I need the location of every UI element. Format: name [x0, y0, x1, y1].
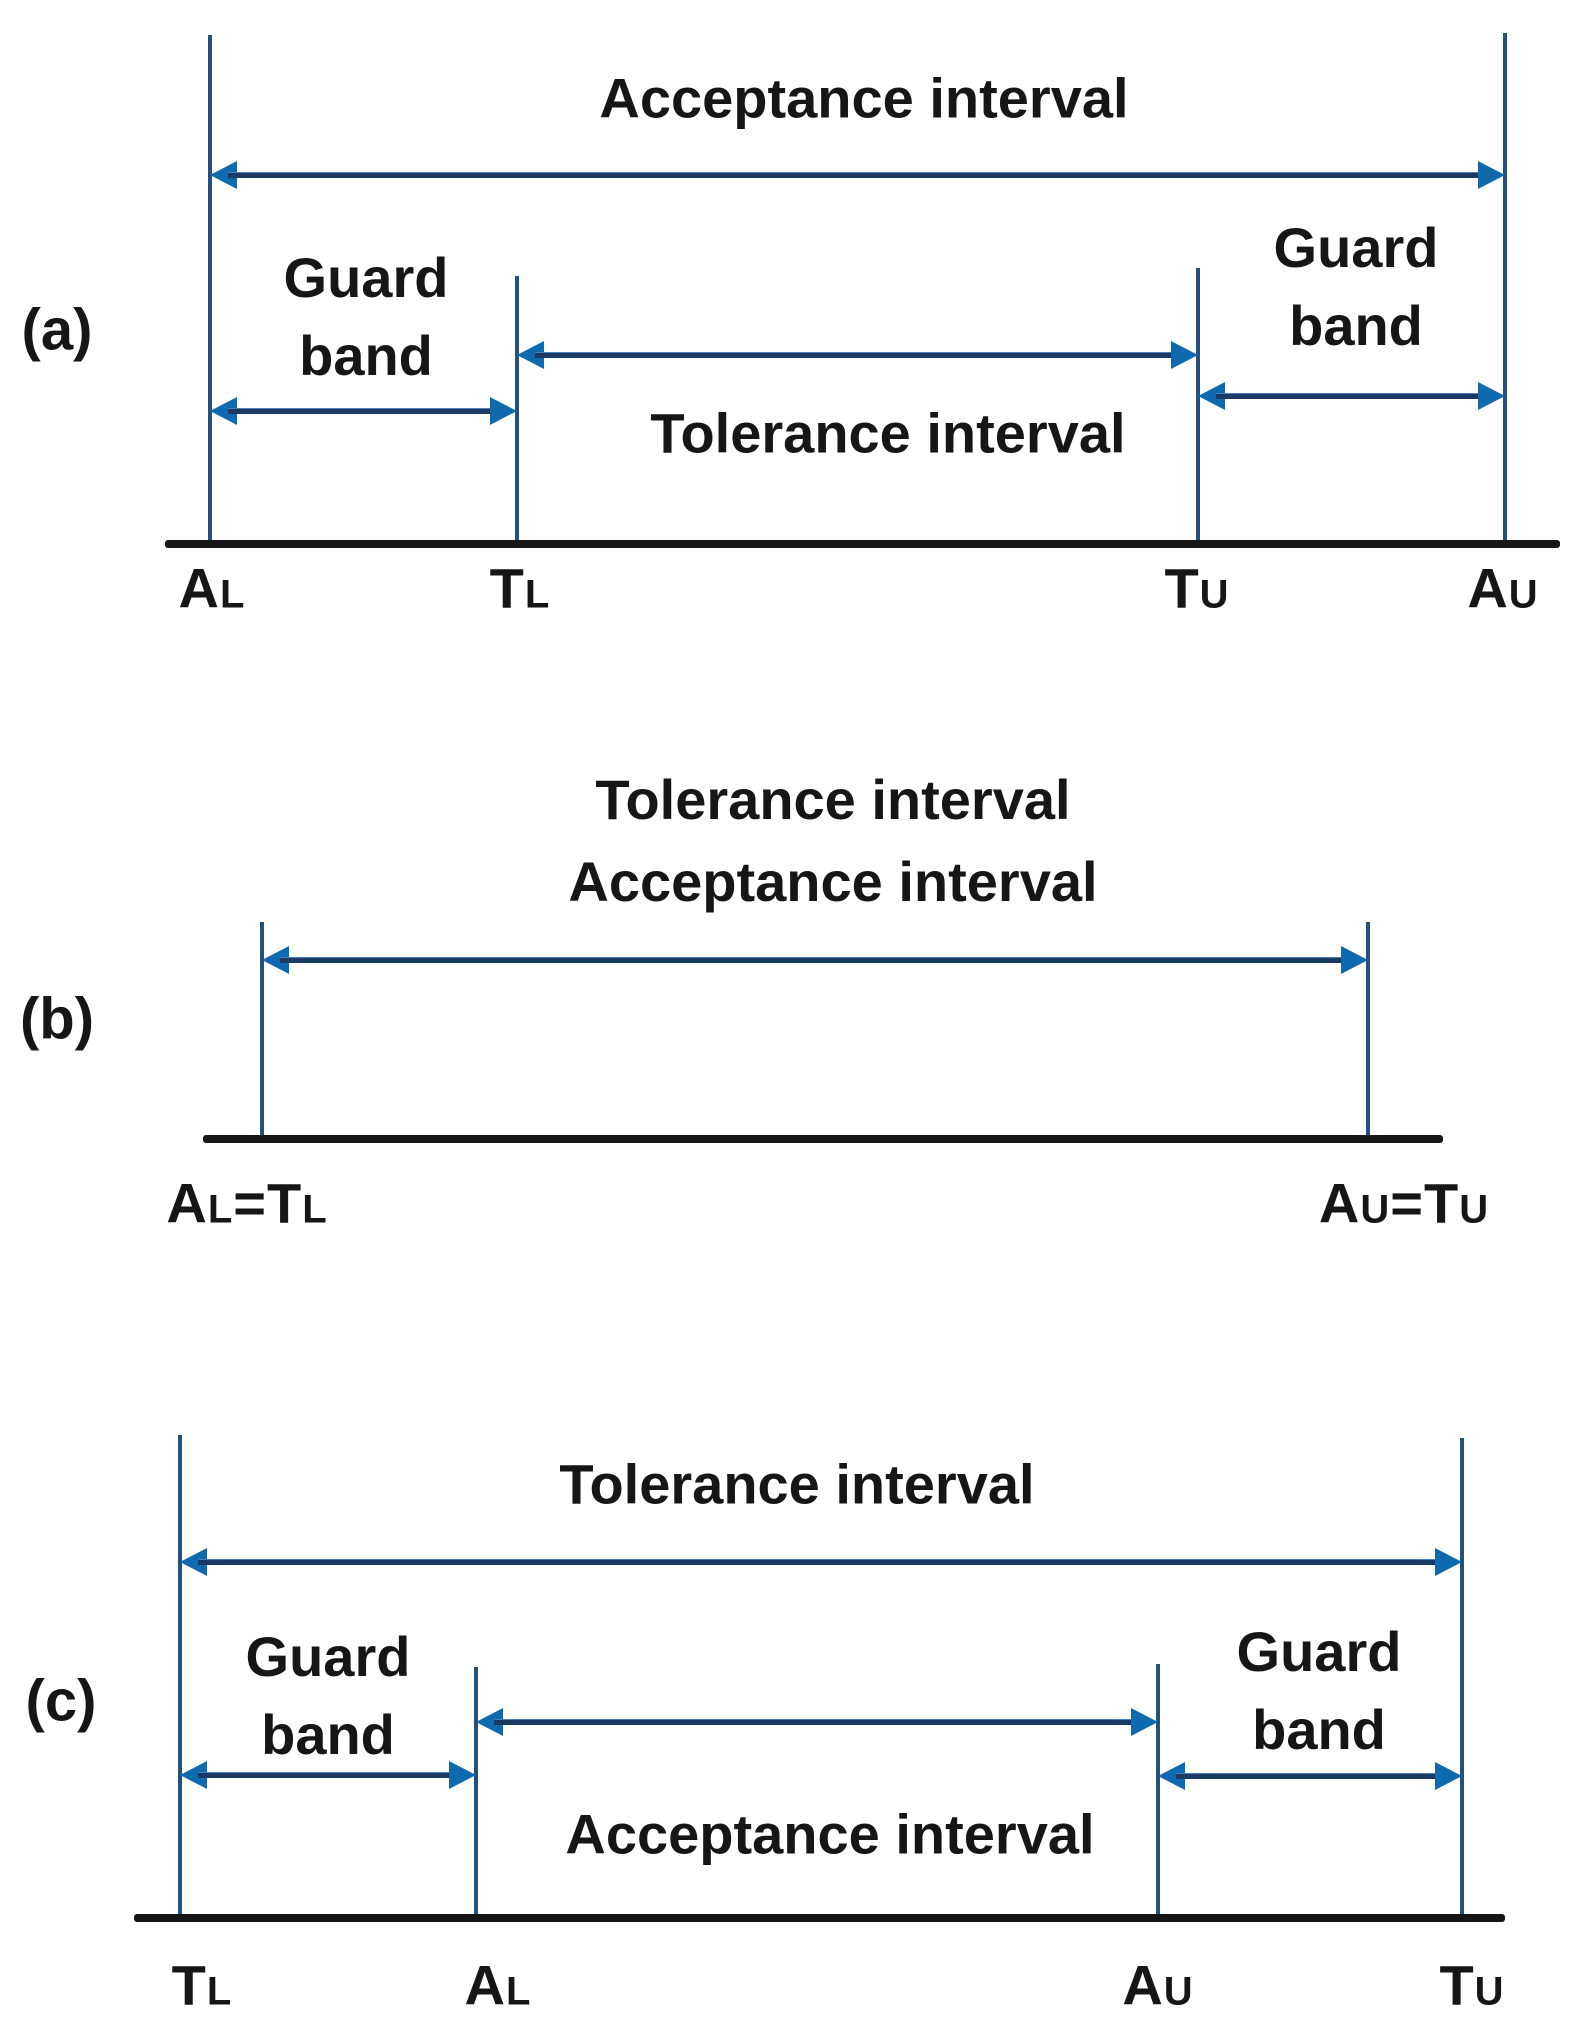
panel-c-line-al [474, 1667, 478, 1918]
arrow-shaft [535, 353, 1180, 358]
arrow-shaft [198, 1773, 458, 1778]
panel-c-tag: (c) [25, 1668, 97, 1734]
arrowhead-right-icon [1171, 341, 1198, 369]
guard-band-line-2: band [1289, 294, 1423, 357]
arrow-shaft [280, 958, 1350, 963]
panel-c-guard-band-left-label: Guard band [246, 1618, 411, 1774]
panel-c-label-tl: TL [171, 1953, 233, 2017]
panel-c-acceptance-interval-label: Acceptance interval [565, 1802, 1095, 1866]
panel-b-label-au-tu: AU=TU [1318, 1171, 1490, 1235]
guard-band-line-1: Guard [1236, 1620, 1402, 1683]
panel-c-label-tu: TU [1439, 1953, 1505, 2017]
panel-c-label-au: AU [1122, 1953, 1194, 2017]
guard-band-line-1: Guard [245, 1625, 411, 1688]
panel-b-title: Tolerance interval Acceptance interval [568, 759, 1097, 923]
panel-c-label-al: AL [464, 1953, 532, 2017]
arrow-shaft [198, 1560, 1444, 1565]
panel-a-guard-band-left-label: Guard band [284, 239, 449, 395]
guard-band-line-2: band [261, 1703, 395, 1766]
panel-a-label-tu: TU [1164, 556, 1230, 620]
panel-a-label-au: AU [1467, 556, 1539, 620]
panel-a-label-tl: TL [489, 556, 551, 620]
panel-a-guard-band-right-label: Guard band [1274, 209, 1439, 365]
arrow-shaft [228, 409, 499, 414]
arrowhead-right-icon [1435, 1548, 1462, 1576]
panel-b-acceptance-interval-label: Acceptance interval [568, 850, 1098, 913]
arrowhead-right-icon [1478, 161, 1505, 189]
arrowhead-right-icon [490, 397, 517, 425]
panel-a-line-al [208, 35, 212, 543]
arrowhead-right-icon [1478, 382, 1505, 410]
panel-c-tolerance-interval-label: Tolerance interval [559, 1452, 1035, 1516]
arrowhead-right-icon [449, 1761, 476, 1789]
guard-band-line-1: Guard [1273, 216, 1439, 279]
panel-c-line-tl [178, 1435, 182, 1918]
arrowhead-right-icon [1341, 946, 1368, 974]
guard-band-line-2: band [299, 324, 433, 387]
guard-band-line-2: band [1252, 1698, 1386, 1761]
panel-a-label-al: AL [178, 556, 246, 620]
arrow-shaft [228, 173, 1487, 178]
panel-b-tolerance-interval-label: Tolerance interval [595, 768, 1071, 831]
panel-a-tag: (a) [21, 297, 93, 363]
arrow-shaft [1176, 1774, 1444, 1779]
panel-c-guard-band-right-label: Guard band [1237, 1613, 1402, 1769]
guard-band-line-1: Guard [283, 246, 449, 309]
panel-a-acceptance-interval-label: Acceptance interval [599, 66, 1129, 130]
panel-a-tolerance-interval-label: Tolerance interval [650, 401, 1126, 465]
panel-c-line-tu [1460, 1438, 1464, 1918]
panel-b-baseline [203, 1135, 1443, 1143]
arrowhead-right-icon [1131, 1708, 1158, 1736]
panel-b-label-al-tl: AL=TL [166, 1171, 328, 1235]
arrowhead-right-icon [1435, 1762, 1462, 1790]
panel-a-line-au [1503, 33, 1507, 543]
panel-b-line-left [260, 922, 264, 1140]
arrow-shaft [494, 1720, 1140, 1725]
panel-c-baseline [134, 1914, 1505, 1922]
panel-b-line-right [1366, 922, 1370, 1140]
panel-c-line-au [1156, 1664, 1160, 1918]
panel-b-tag: (b) [19, 986, 95, 1052]
panel-a-line-tl [515, 276, 519, 543]
arrow-shaft [1216, 394, 1487, 399]
panel-a-baseline [165, 540, 1560, 548]
